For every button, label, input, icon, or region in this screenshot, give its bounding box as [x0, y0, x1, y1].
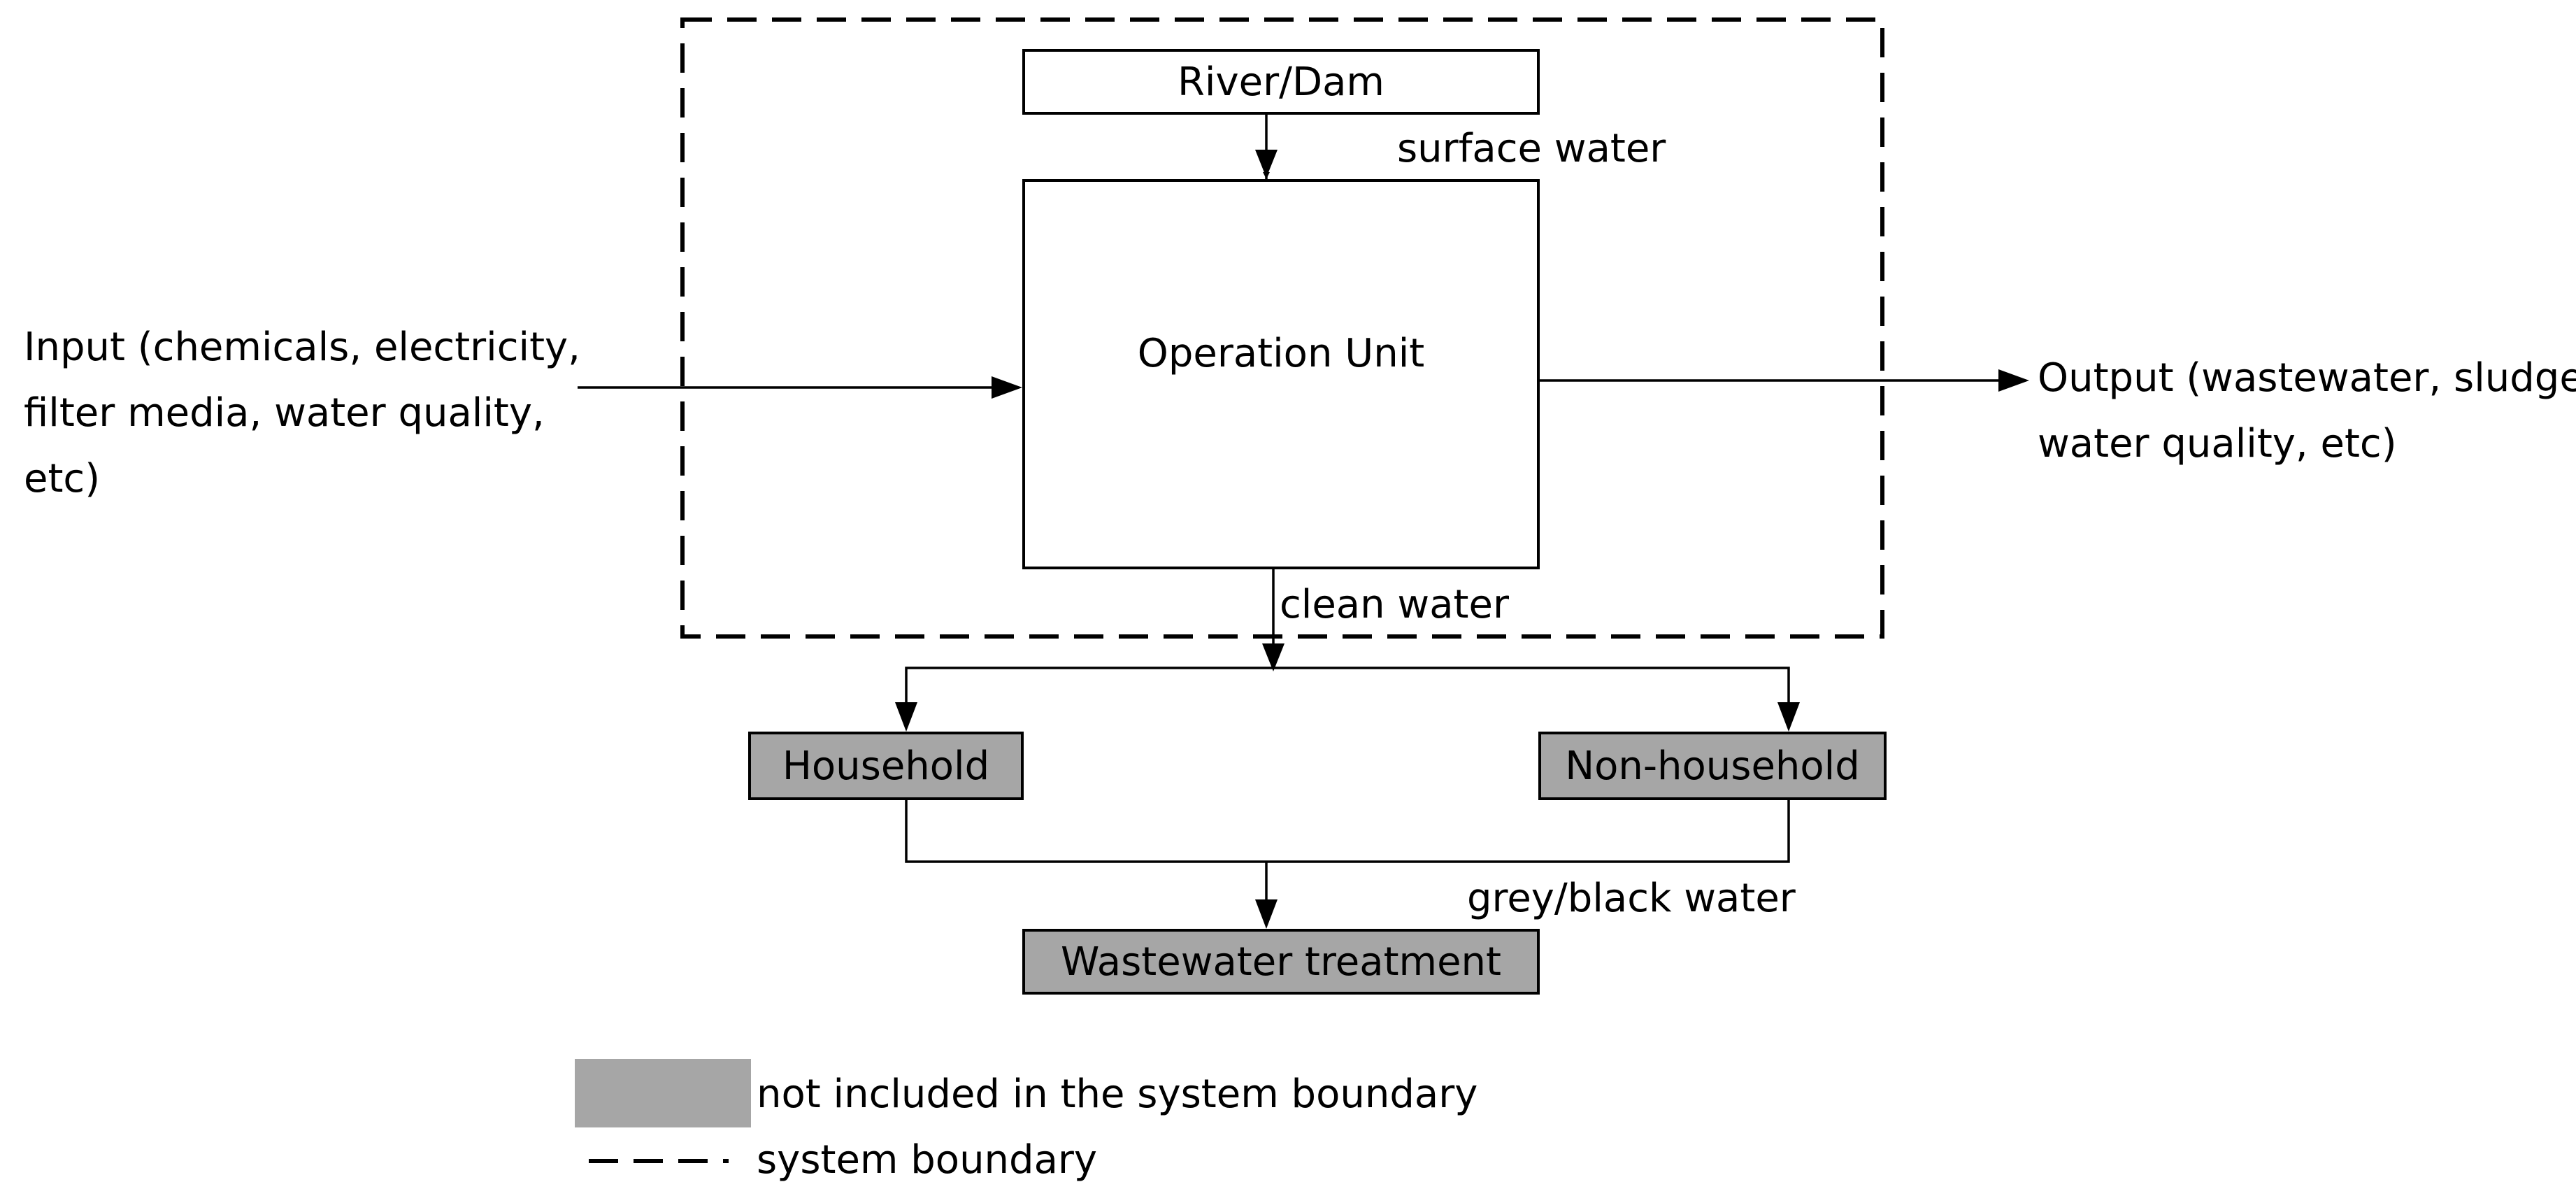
- distribution-split-line: [905, 667, 1790, 705]
- operation-unit-label: Operation Unit: [1137, 330, 1425, 376]
- wastewater-treatment-label: Wastewater treatment: [1061, 939, 1501, 985]
- non-household-node: Non-household: [1538, 732, 1887, 800]
- system-boundary: [680, 17, 1884, 639]
- output-line-1: Output (wastewater, sludge,: [2038, 355, 2576, 401]
- arrowhead-grey-black-water: [1255, 899, 1278, 929]
- arrowhead-clean-water: [1262, 643, 1285, 671]
- household-node: Household: [748, 732, 1024, 800]
- output-line-2: water quality, etc): [2038, 421, 2397, 467]
- arrowhead-surface-water: [1255, 150, 1278, 178]
- input-text: Input (chemicals, electricity, filter me…: [24, 315, 580, 512]
- grey-black-water-label: grey/black water: [1467, 876, 1796, 921]
- arrowhead-output: [1998, 369, 2029, 392]
- arrowhead-household: [895, 702, 917, 732]
- river-dam-label: River/Dam: [1178, 59, 1384, 105]
- river-dam-node: River/Dam: [1022, 49, 1540, 115]
- collection-merge-line: [905, 799, 1790, 863]
- output-text: Output (wastewater, sludge, water qualit…: [2038, 346, 2576, 477]
- input-line-2: filter media, water quality,: [24, 390, 545, 436]
- legend-shaded-label: not included in the system boundary: [757, 1072, 1478, 1117]
- input-line-3: etc): [24, 456, 101, 501]
- arrowhead-non-household: [1777, 702, 1800, 732]
- household-label: Household: [782, 743, 990, 789]
- legend-boundary-label: system boundary: [757, 1137, 1098, 1183]
- clean-water-label: clean water: [1280, 582, 1509, 627]
- operation-unit-node: Operation Unit: [1022, 179, 1540, 569]
- input-line-1: Input (chemicals, electricity,: [24, 325, 580, 370]
- wastewater-treatment-node: Wastewater treatment: [1022, 929, 1540, 995]
- arrowhead-input: [992, 376, 1022, 399]
- non-household-label: Non-household: [1565, 743, 1860, 789]
- surface-water-label: surface water: [1397, 126, 1666, 171]
- legend-shaded-swatch: [575, 1059, 751, 1127]
